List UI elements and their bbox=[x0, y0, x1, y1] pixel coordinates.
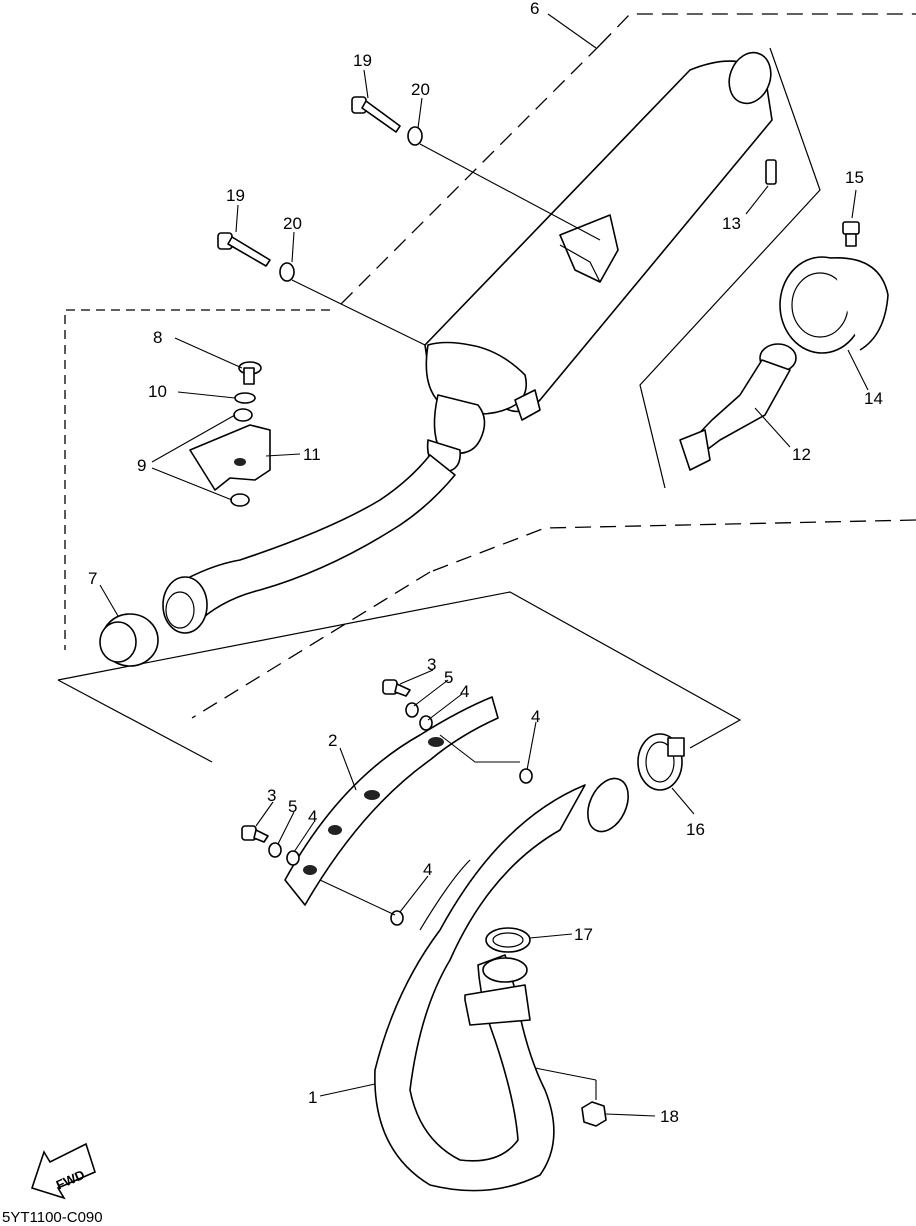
collar-9-upper bbox=[233, 408, 253, 422]
screw-8 bbox=[238, 361, 262, 385]
header-group-boundary bbox=[57, 591, 742, 763]
bolt-3-upper bbox=[382, 679, 411, 697]
damper-4-c bbox=[519, 768, 533, 784]
bolt-19-lower bbox=[217, 232, 271, 267]
damper-4-b bbox=[286, 850, 300, 866]
callout-11: 11 bbox=[303, 445, 321, 464]
pipe-clamp bbox=[637, 733, 685, 791]
callout-3-lower: 3 bbox=[267, 786, 276, 805]
callout-14: 14 bbox=[864, 389, 883, 408]
callout-6: 6 bbox=[530, 0, 539, 18]
muffler-body bbox=[424, 51, 773, 473]
bolt-15 bbox=[842, 221, 860, 247]
bolt-19-upper bbox=[351, 96, 401, 133]
callout-7: 7 bbox=[88, 569, 97, 588]
callout-3-upper: 3 bbox=[427, 655, 436, 674]
collar-9-lower bbox=[230, 493, 250, 507]
washer-5-upper bbox=[405, 702, 419, 718]
muffler-bracket bbox=[189, 424, 271, 491]
washer-20-lower bbox=[279, 262, 295, 282]
washer-5-lower bbox=[268, 842, 282, 858]
callout-9: 9 bbox=[137, 456, 146, 475]
damper-4-d bbox=[390, 910, 404, 926]
exhaust-pipe bbox=[374, 777, 629, 1192]
callout-20-upper: 20 bbox=[411, 80, 430, 99]
callout-18: 18 bbox=[660, 1107, 679, 1126]
callout-12: 12 bbox=[792, 445, 811, 464]
callout-16: 16 bbox=[686, 820, 705, 839]
leader-lines bbox=[99, 13, 869, 1117]
nut-18 bbox=[581, 1101, 607, 1127]
callout-4-d: 4 bbox=[423, 860, 432, 879]
callout-4-a: 4 bbox=[460, 682, 469, 701]
callout-8: 8 bbox=[153, 328, 162, 347]
callout-19-upper: 19 bbox=[353, 51, 372, 70]
muffler-assembly-boundary bbox=[64, 13, 916, 719]
gasket bbox=[99, 613, 159, 667]
callout-4-c: 4 bbox=[531, 707, 540, 726]
callout-13: 13 bbox=[722, 214, 741, 233]
muffler-inlet-pipe bbox=[162, 454, 456, 634]
bolt-13 bbox=[765, 159, 777, 185]
callout-17: 17 bbox=[574, 925, 593, 944]
callout-20-lower: 20 bbox=[283, 214, 302, 233]
washer-20-upper bbox=[407, 126, 423, 146]
heat-protector bbox=[284, 696, 499, 906]
callout-2: 2 bbox=[328, 731, 337, 750]
callout-4-b: 4 bbox=[308, 807, 317, 826]
fwd-arrow-icon: FWD bbox=[30, 1142, 96, 1200]
callout-5-lower: 5 bbox=[288, 797, 297, 816]
end-cap bbox=[779, 256, 889, 354]
silencer-subassembly-boundary bbox=[639, 47, 821, 489]
exhaust-gasket-17 bbox=[485, 927, 531, 953]
callout-19-lower: 19 bbox=[226, 186, 245, 205]
diagram-code: 5YT1100-C090 bbox=[2, 1209, 103, 1226]
bolt-3-lower bbox=[241, 825, 269, 843]
callout-15: 15 bbox=[845, 168, 864, 187]
spark-arrester bbox=[679, 343, 797, 471]
callout-5-upper: 5 bbox=[444, 668, 453, 687]
washer-10 bbox=[234, 392, 256, 404]
callout-10: 10 bbox=[148, 382, 167, 401]
callout-1: 1 bbox=[308, 1088, 317, 1107]
callout-labels: 1 2 3 3 5 5 4 4 4 4 6 7 8 9 10 11 12 13 … bbox=[88, 0, 883, 1126]
